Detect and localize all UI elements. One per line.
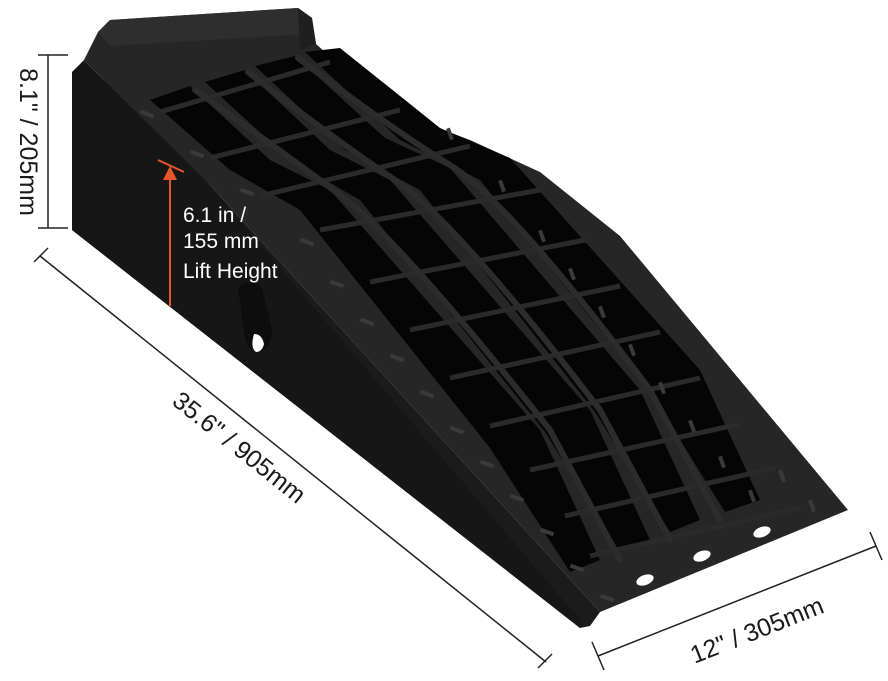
lift-height-line1: 6.1 in /: [183, 204, 246, 227]
lift-height-line2: 155 mm: [183, 230, 259, 253]
width-label: 12" / 305mm: [686, 592, 827, 670]
lift-height-line3: Lift Height: [183, 260, 278, 283]
height-label: 8.1" / 205mm: [14, 68, 42, 216]
height-dimension: 8.1" / 205mm: [14, 54, 68, 229]
front-slots: [636, 526, 771, 586]
car-ramp: [72, 8, 848, 628]
tread-bumps: [139, 109, 816, 603]
lift-height-indicator: 6.1 in / 155 mm Lift Height: [157, 159, 278, 306]
ramp-grid: [150, 48, 760, 572]
side-handle-cutout: [238, 282, 272, 352]
length-label: 35.6" / 905mm: [167, 386, 311, 509]
